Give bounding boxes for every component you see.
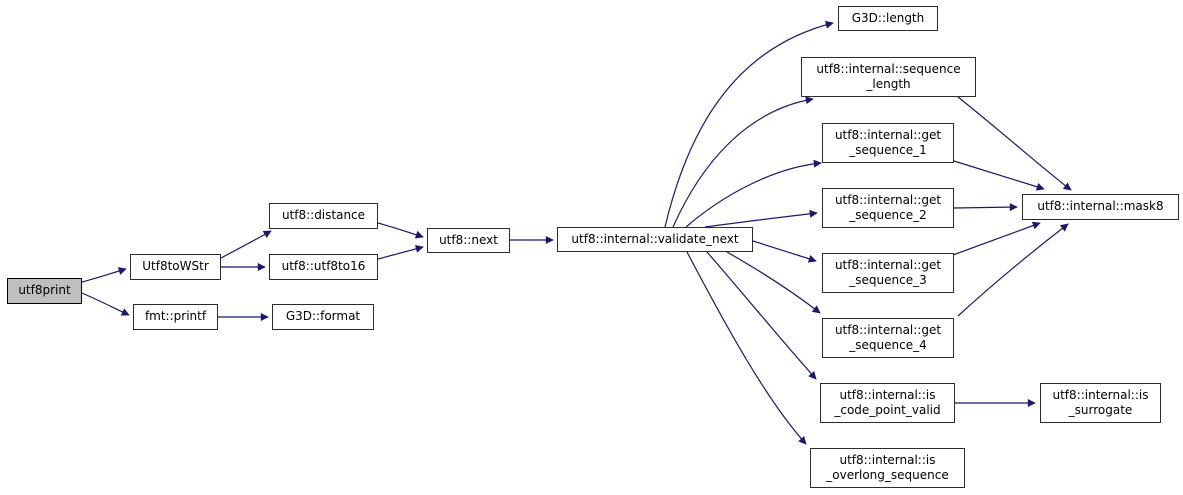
graph-node-utf8_utf8to16[interactable]: utf8::utf8to16 xyxy=(269,254,378,280)
graph-node-label: utf8::internal::get _sequence_3 xyxy=(834,257,942,287)
graph-node-label: utf8::internal::get _sequence_1 xyxy=(834,127,942,157)
graph-node-utf8print[interactable]: utf8print xyxy=(7,278,82,304)
edge-utf8print-to-fmt_printf xyxy=(81,292,130,316)
graph-node-label: utf8::internal::mask8 xyxy=(1037,199,1164,214)
graph-node-G3D_format[interactable]: G3D::format xyxy=(272,304,374,330)
edge-validate_next-to-is_overlong_sequence xyxy=(686,251,807,445)
graph-node-label: utf8::distance xyxy=(281,208,366,223)
graph-node-label: utf8::next xyxy=(439,232,498,247)
graph-node-mask8[interactable]: utf8::internal::mask8 xyxy=(1022,194,1179,220)
graph-node-G3D_length[interactable]: G3D::length xyxy=(838,6,938,31)
graph-node-get_sequence_4[interactable]: utf8::internal::get _sequence_4 xyxy=(822,318,954,358)
graph-node-label: G3D::format xyxy=(285,309,361,324)
edge-get_sequence_1-to-mask8 xyxy=(953,160,1045,191)
graph-node-label: Utf8toWStr xyxy=(142,259,209,274)
edge-get_sequence_2-to-mask8 xyxy=(953,203,1018,212)
graph-node-fmt_printf[interactable]: fmt::printf xyxy=(133,304,218,330)
edge-validate_next-to-G3D_length xyxy=(664,20,834,228)
graph-node-label: utf8::internal::sequence _length xyxy=(816,61,961,91)
graph-node-Utf8toWStr[interactable]: Utf8toWStr xyxy=(130,254,221,280)
edge-get_sequence_4-to-mask8 xyxy=(957,223,1069,317)
edge-validate_next-to-get_sequence_2 xyxy=(704,209,818,228)
edge-validate_next-to-is_code_point_valid xyxy=(706,251,817,380)
graph-node-label: utf8::internal::validate_next xyxy=(571,231,739,246)
edge-sequence_length-to-mask8 xyxy=(957,96,1072,191)
graph-node-utf8_distance[interactable]: utf8::distance xyxy=(269,203,378,229)
graph-node-is_surrogate[interactable]: utf8::internal::is _surrogate xyxy=(1040,383,1161,423)
graph-node-get_sequence_2[interactable]: utf8::internal::get _sequence_2 xyxy=(822,188,954,228)
graph-node-get_sequence_1[interactable]: utf8::internal::get _sequence_1 xyxy=(822,123,954,163)
graph-node-get_sequence_3[interactable]: utf8::internal::get _sequence_3 xyxy=(822,253,954,293)
graph-node-label: utf8::internal::get _sequence_4 xyxy=(834,322,942,352)
edge-validate_next-to-sequence_length xyxy=(672,96,814,228)
graph-node-sequence_length[interactable]: utf8::internal::sequence _length xyxy=(801,57,976,97)
graph-node-utf8_next[interactable]: utf8::next xyxy=(427,228,510,253)
graph-node-label: utf8::utf8to16 xyxy=(281,259,366,274)
graph-node-validate_next[interactable]: utf8::internal::validate_next xyxy=(557,227,753,252)
graph-node-is_code_point_valid[interactable]: utf8::internal::is _code_point_valid xyxy=(820,383,955,423)
edge-get_sequence_3-to-mask8 xyxy=(952,221,1041,256)
graph-node-label: utf8print xyxy=(18,283,71,298)
graph-node-label: utf8::internal::get _sequence_2 xyxy=(834,192,942,222)
graph-node-is_overlong_sequence[interactable]: utf8::internal::is _overlong_sequence xyxy=(810,448,965,488)
edge-validate_next-to-get_sequence_3 xyxy=(752,240,817,263)
graph-node-label: G3D::length xyxy=(851,10,925,25)
edge-Utf8toWStr-to-utf8_distance xyxy=(220,230,272,259)
edge-utf8_distance-to-utf8_next xyxy=(377,222,424,239)
edge-validate_next-to-get_sequence_4 xyxy=(726,251,821,314)
graph-node-label: utf8::internal::is _overlong_sequence xyxy=(826,452,949,482)
edge-utf8_utf8to16-to-utf8_next xyxy=(377,244,424,260)
graph-node-label: utf8::internal::is _surrogate xyxy=(1052,387,1149,417)
graph-node-label: fmt::printf xyxy=(144,309,207,324)
edge-utf8print-to-Utf8toWStr xyxy=(81,267,127,283)
graph-node-label: utf8::internal::is _code_point_valid xyxy=(834,387,941,417)
edge-validate_next-to-get_sequence_1 xyxy=(685,159,822,228)
